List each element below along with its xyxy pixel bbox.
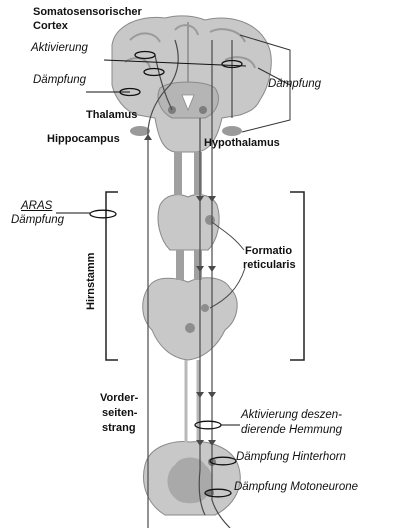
hippocampus-label: Hippocampus (47, 134, 120, 146)
aras-daempfung-label: Dämpfung (11, 214, 64, 226)
aktivierung-deszendierende-line2: dierende Hemmung (241, 424, 342, 436)
hypothalamus-shape (222, 126, 242, 136)
thalamus-nucleus-right (199, 106, 207, 114)
spinal-connector (186, 360, 198, 442)
hirnstamm-label: Hirnstamm (86, 253, 98, 310)
thalamus-label: Thalamus (86, 110, 137, 122)
formatio-label-line1: Formatio (245, 246, 292, 258)
aktivierung-label: Aktivierung (31, 42, 88, 54)
pons-nucleus-b (201, 304, 209, 312)
pons-nucleus-a (185, 323, 195, 333)
cortex-label-line1: Somatosensorischer (33, 7, 142, 19)
cortex-label-line2: Cortex (33, 21, 68, 33)
midbrain-stalk (178, 152, 198, 195)
formatio-label-line2: reticularis (243, 260, 296, 272)
vorderseitenstrang-line3: strang (102, 423, 136, 435)
medulla-connector (180, 250, 198, 280)
aras-label: ARAS (21, 200, 52, 212)
daempfung-motoneurone-label: Dämpfung Motoneurone (234, 481, 358, 493)
vorderseitenstrang-line2: seiten- (102, 408, 137, 420)
hypothalamus-label: Hypothalamus (204, 138, 280, 150)
daempfung-left-label: Dämpfung (33, 74, 86, 86)
aktivierung-deszendierende-line1: Aktivierung deszen- (241, 409, 342, 421)
pons-section (143, 278, 237, 360)
brainstem-bracket-right (290, 192, 304, 360)
daempfung-hinterhorn-label: Dämpfung Hinterhorn (236, 451, 346, 463)
hippocampus-shape (130, 126, 150, 136)
daempfung-right-label: Dämpfung (268, 78, 321, 90)
vorderseitenstrang-line1: Vorder- (100, 393, 138, 405)
